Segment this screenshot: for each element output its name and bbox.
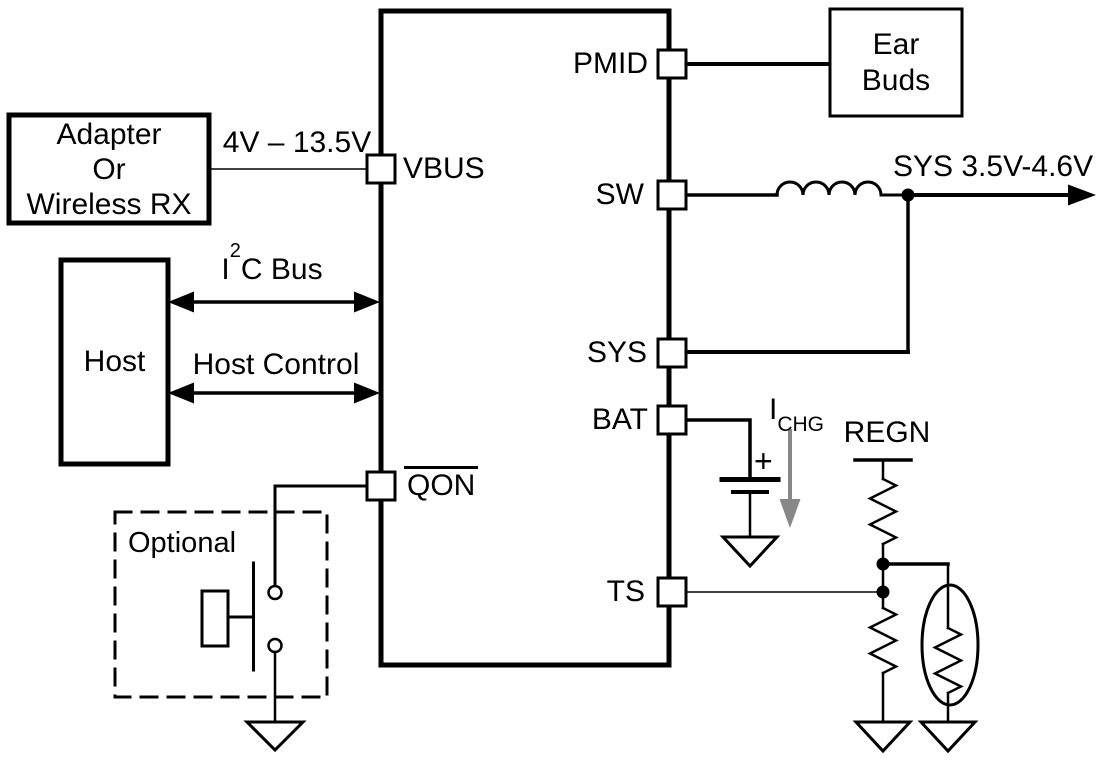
pin-square-ts — [656, 576, 688, 608]
earbuds-label: Ear Buds — [830, 9, 962, 116]
i2c-bus-arrow — [168, 291, 380, 313]
battery-plus-label: + — [754, 443, 773, 479]
pin-square-bat — [656, 404, 688, 436]
battery-symbol — [719, 477, 781, 540]
thermistor — [920, 583, 980, 724]
host-control-label: Host Control — [192, 348, 360, 381]
ground-symbol-button — [243, 720, 307, 753]
pin-square-sw — [656, 179, 688, 211]
pin-label-bat: BAT — [591, 403, 648, 436]
ground-symbol-divider — [852, 720, 914, 754]
host-label: Host — [83, 345, 146, 378]
regn-rail — [853, 458, 913, 481]
ground-symbol-thermistor — [917, 720, 979, 754]
pin-square-qon — [365, 470, 397, 502]
optional-box — [113, 510, 329, 699]
pin-square-sys — [656, 337, 688, 369]
earbuds-label-line1: Ear — [872, 27, 920, 61]
pin-square-pmid — [656, 48, 688, 80]
sys-output-label: SYS 3.5V-4.6V — [893, 150, 1094, 183]
wire-bat — [684, 418, 752, 479]
pin-label-vbus: VBUS — [403, 152, 485, 185]
ts-resistor — [867, 606, 899, 675]
pin-label-ts: TS — [606, 575, 645, 608]
adapter-box — [6, 112, 212, 226]
pin-label-sw: SW — [595, 178, 644, 211]
ground-symbol-battery — [719, 535, 781, 569]
adapter-label-line3: Wireless RX — [26, 187, 192, 221]
ichg-subscript: CHG — [777, 413, 825, 436]
ichg-arrow — [779, 429, 801, 528]
pin-square-vbus — [365, 153, 397, 185]
regn-resistor — [867, 477, 899, 546]
optional-label: Optional — [128, 527, 237, 559]
vbus-range-label: 4V – 13.5V — [222, 126, 372, 159]
i2c-superscript: 2 — [229, 240, 241, 262]
pin-label-sys: SYS — [586, 336, 647, 369]
i2c-bus-label: I2C Bus — [221, 240, 323, 286]
host-box — [58, 257, 171, 467]
pin-label-qon: QON — [404, 466, 479, 502]
pin-label-pmid: PMID — [573, 47, 648, 80]
sys-output-arrow — [906, 184, 1096, 206]
push-button — [200, 561, 283, 724]
ichg-label: ICHG — [769, 393, 825, 436]
adapter-label-line2: Or — [92, 152, 126, 186]
earbuds-label-line2: Buds — [861, 63, 931, 97]
wire-qon — [273, 484, 369, 588]
adapter-label: Adapter Or Wireless RX — [9, 115, 209, 223]
inductor — [775, 180, 883, 197]
adapter-label-line1: Adapter — [56, 117, 162, 151]
regn-label: REGN — [843, 416, 931, 449]
ic-body — [378, 8, 672, 668]
host-control-arrow — [168, 382, 380, 404]
earbuds-box — [828, 7, 964, 118]
